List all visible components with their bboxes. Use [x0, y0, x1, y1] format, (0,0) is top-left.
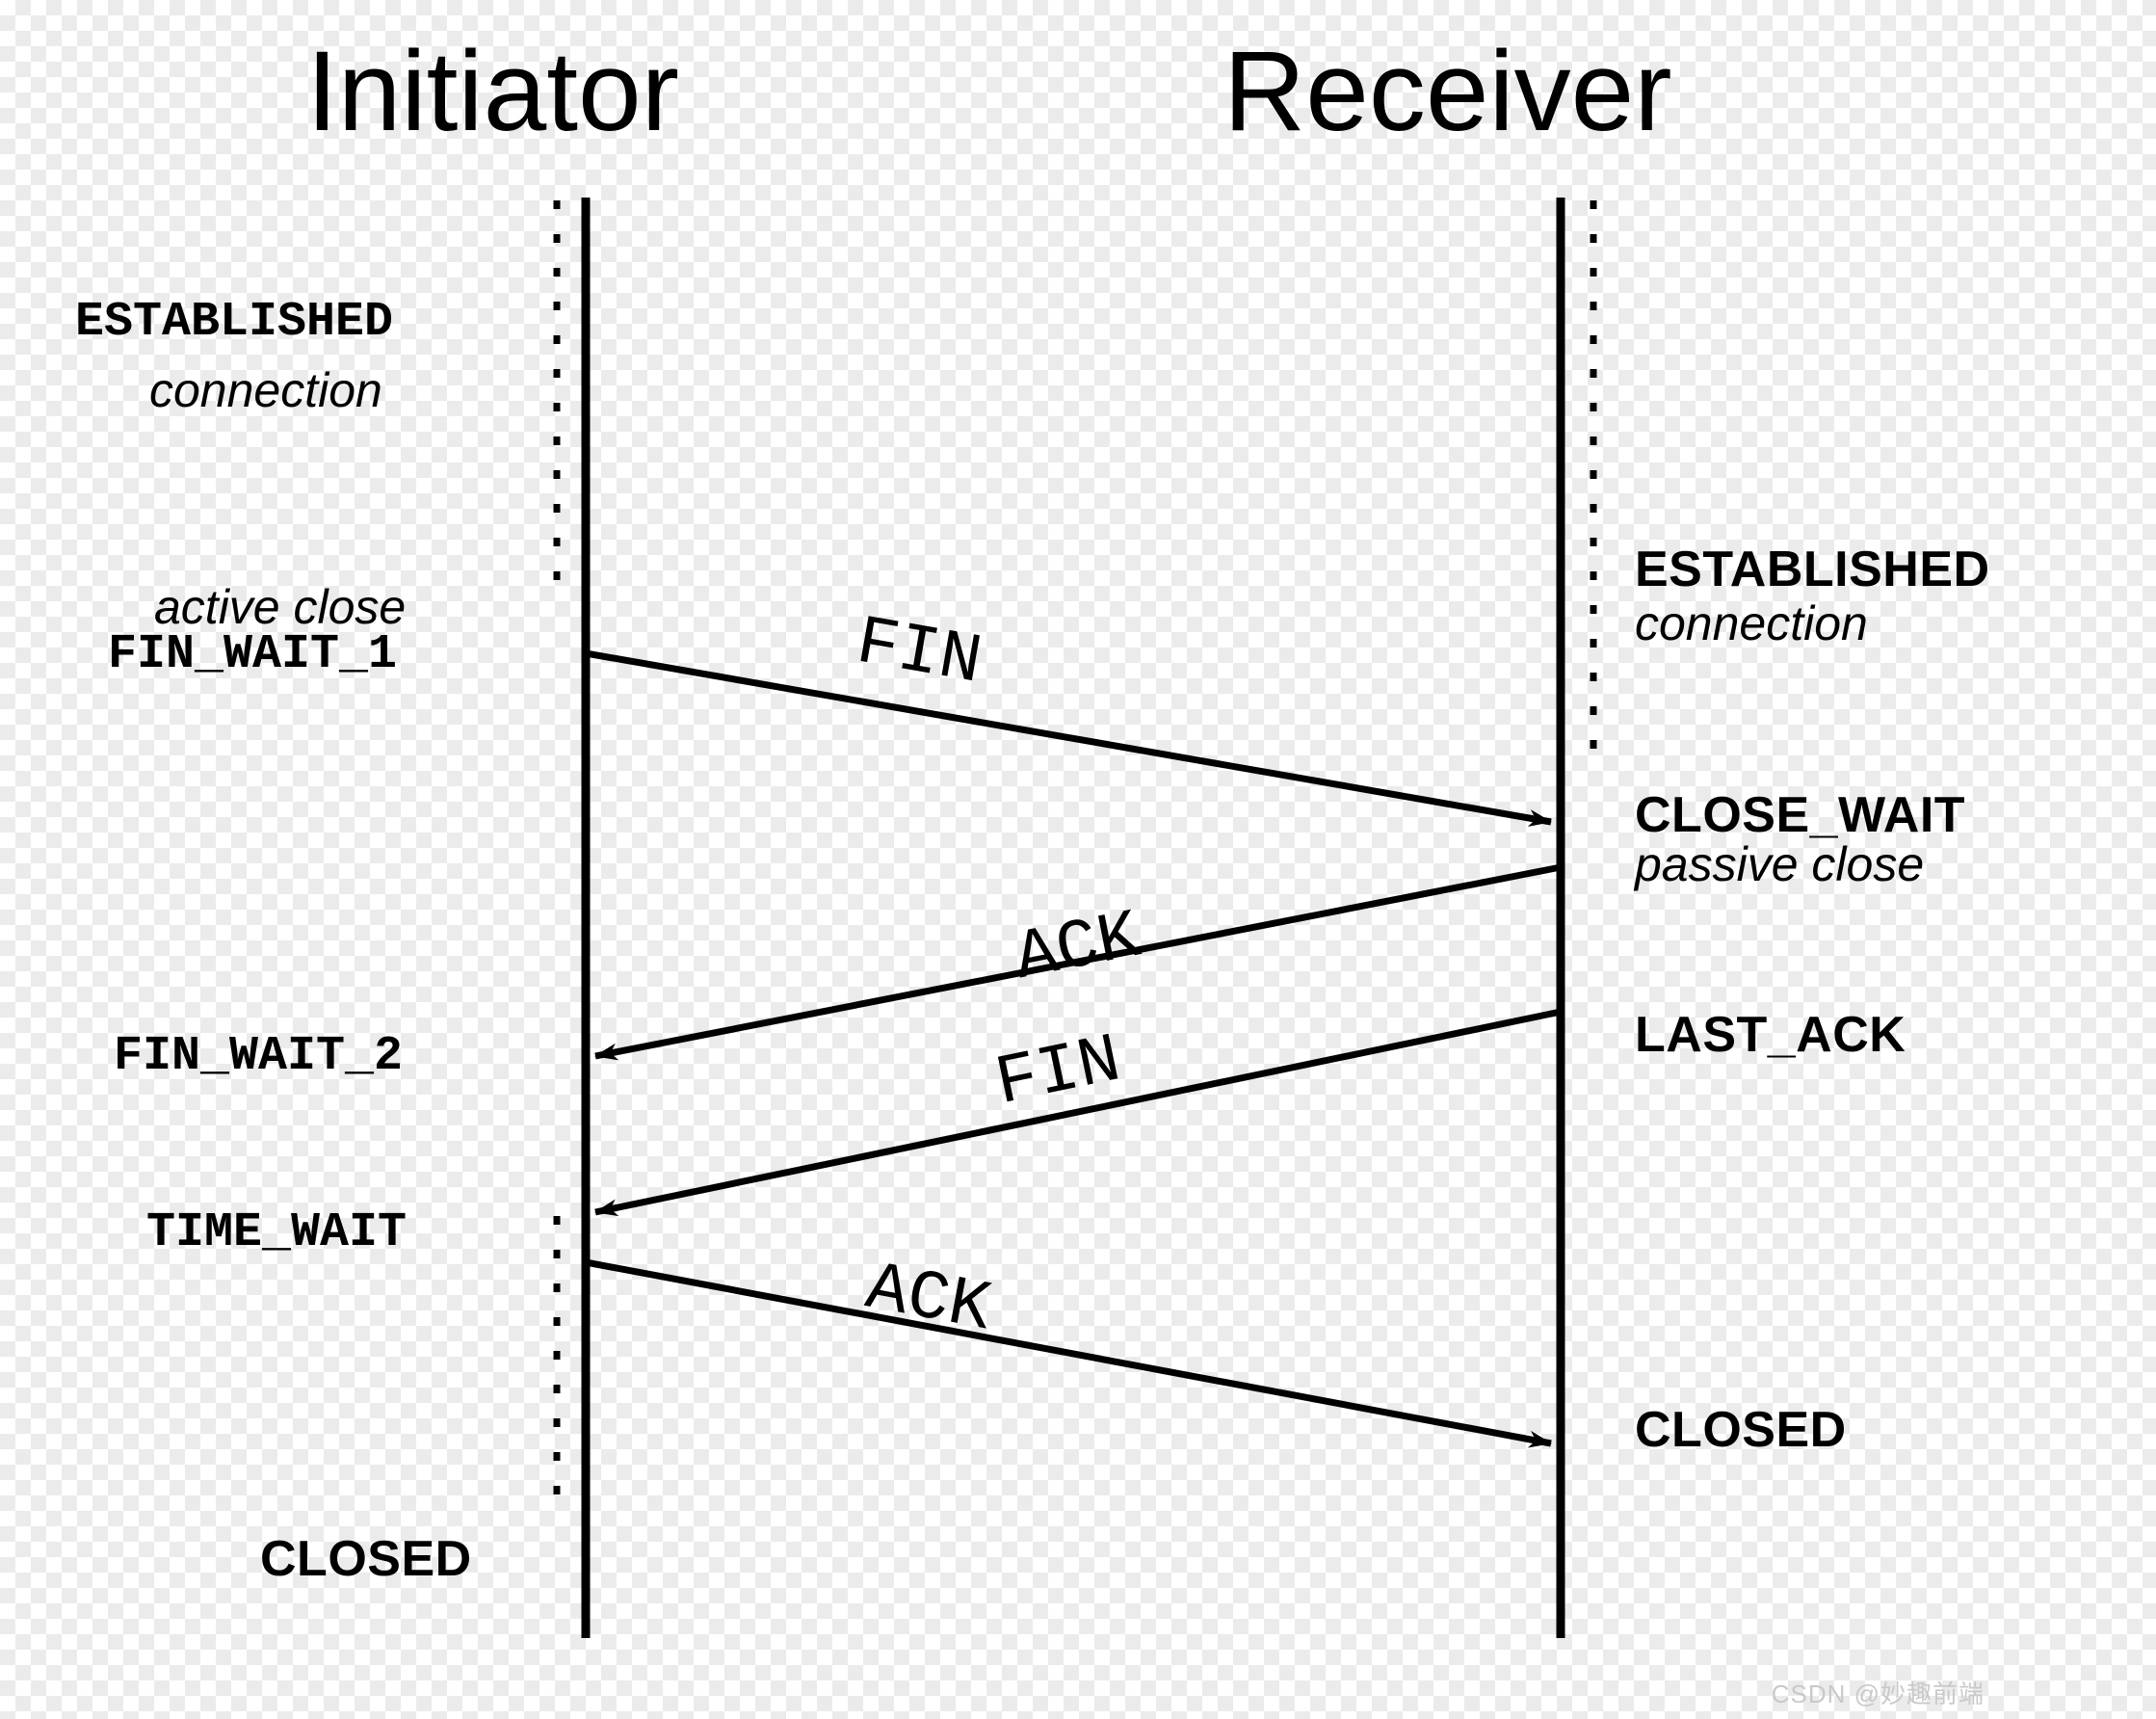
label-receiver-passive-close: passive close — [1635, 837, 1925, 891]
label-receiver-closed: CLOSED — [1635, 1402, 1847, 1458]
label-initiator-fin-wait-2: FIN_WAIT_2 — [114, 1029, 404, 1084]
label-initiator-fin-wait-1: FIN_WAIT_1 — [108, 627, 398, 682]
label-initiator-active-close: active close — [154, 580, 407, 634]
message-line-fin-1 — [585, 649, 1552, 827]
label-receiver-last-ack: LAST_ACK — [1635, 1007, 1906, 1063]
label-initiator-closed: CLOSED — [260, 1531, 472, 1587]
label-initiator-established: ESTABLISHED — [75, 295, 394, 350]
column-title-initiator: Initiator — [306, 28, 679, 155]
label-initiator-established-note: connection — [149, 363, 382, 417]
watermark: CSDN @妙趣前端 — [1771, 1679, 1985, 1708]
label-initiator-time-wait: TIME_WAIT — [146, 1205, 408, 1260]
message-line-ack-2 — [585, 1258, 1552, 1448]
column-title-receiver: Receiver — [1223, 28, 1672, 155]
label-receiver-established-note: connection — [1635, 596, 1868, 650]
label-receiver-established: ESTABLISHED — [1635, 542, 1990, 597]
message-line-fin-2 — [594, 1008, 1562, 1217]
message-line-ack-1 — [594, 863, 1562, 1061]
label-receiver-close-wait: CLOSE_WAIT — [1635, 787, 1966, 843]
message-label-fin-1: FIN — [850, 602, 987, 702]
